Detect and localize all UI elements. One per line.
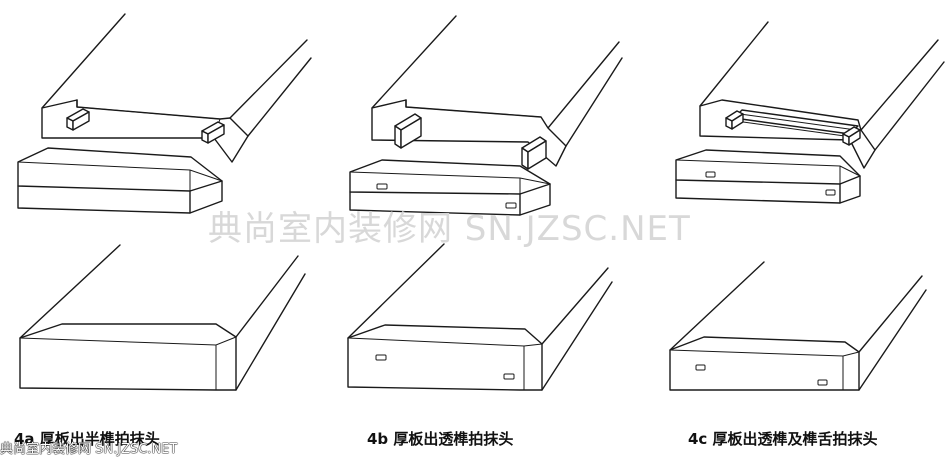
figure-4c-exploded xyxy=(675,21,945,204)
end-cap-4c xyxy=(675,149,861,204)
figure-4b-assembled xyxy=(347,243,613,391)
caption-4a: 4a 厚板出半榫拍抹头 xyxy=(14,430,160,448)
tongue-4c xyxy=(733,109,859,138)
board-4c-top xyxy=(699,21,945,169)
figure-4b-exploded xyxy=(349,15,623,216)
caption-4b: 4b 厚板出透榫拍抹头 xyxy=(367,430,514,448)
tenon-4b-left xyxy=(394,113,422,149)
board-4b-top xyxy=(371,15,623,167)
tenon-4b-right xyxy=(521,136,547,170)
end-cap-4b xyxy=(349,159,551,216)
tenon-4a-left xyxy=(66,108,90,131)
tenon-4c-right xyxy=(842,126,861,146)
watermark-bottom: 典尚室内装修网 SN.JZSC.NET xyxy=(0,442,178,457)
tenon-4a-right xyxy=(201,121,225,144)
figure-4c-assembled xyxy=(669,261,927,391)
board-4a-top xyxy=(41,13,312,163)
tenon-4c-left xyxy=(725,110,744,130)
end-cap-4a xyxy=(17,147,223,214)
caption-4c: 4c 厚板出透榫及榫舌拍抹头 xyxy=(688,430,878,448)
figure-4a-exploded xyxy=(17,13,312,214)
watermark-center: 典尚室内装修网 SN.JZSC.NET xyxy=(208,209,691,249)
figure-4a-assembled xyxy=(19,244,306,391)
